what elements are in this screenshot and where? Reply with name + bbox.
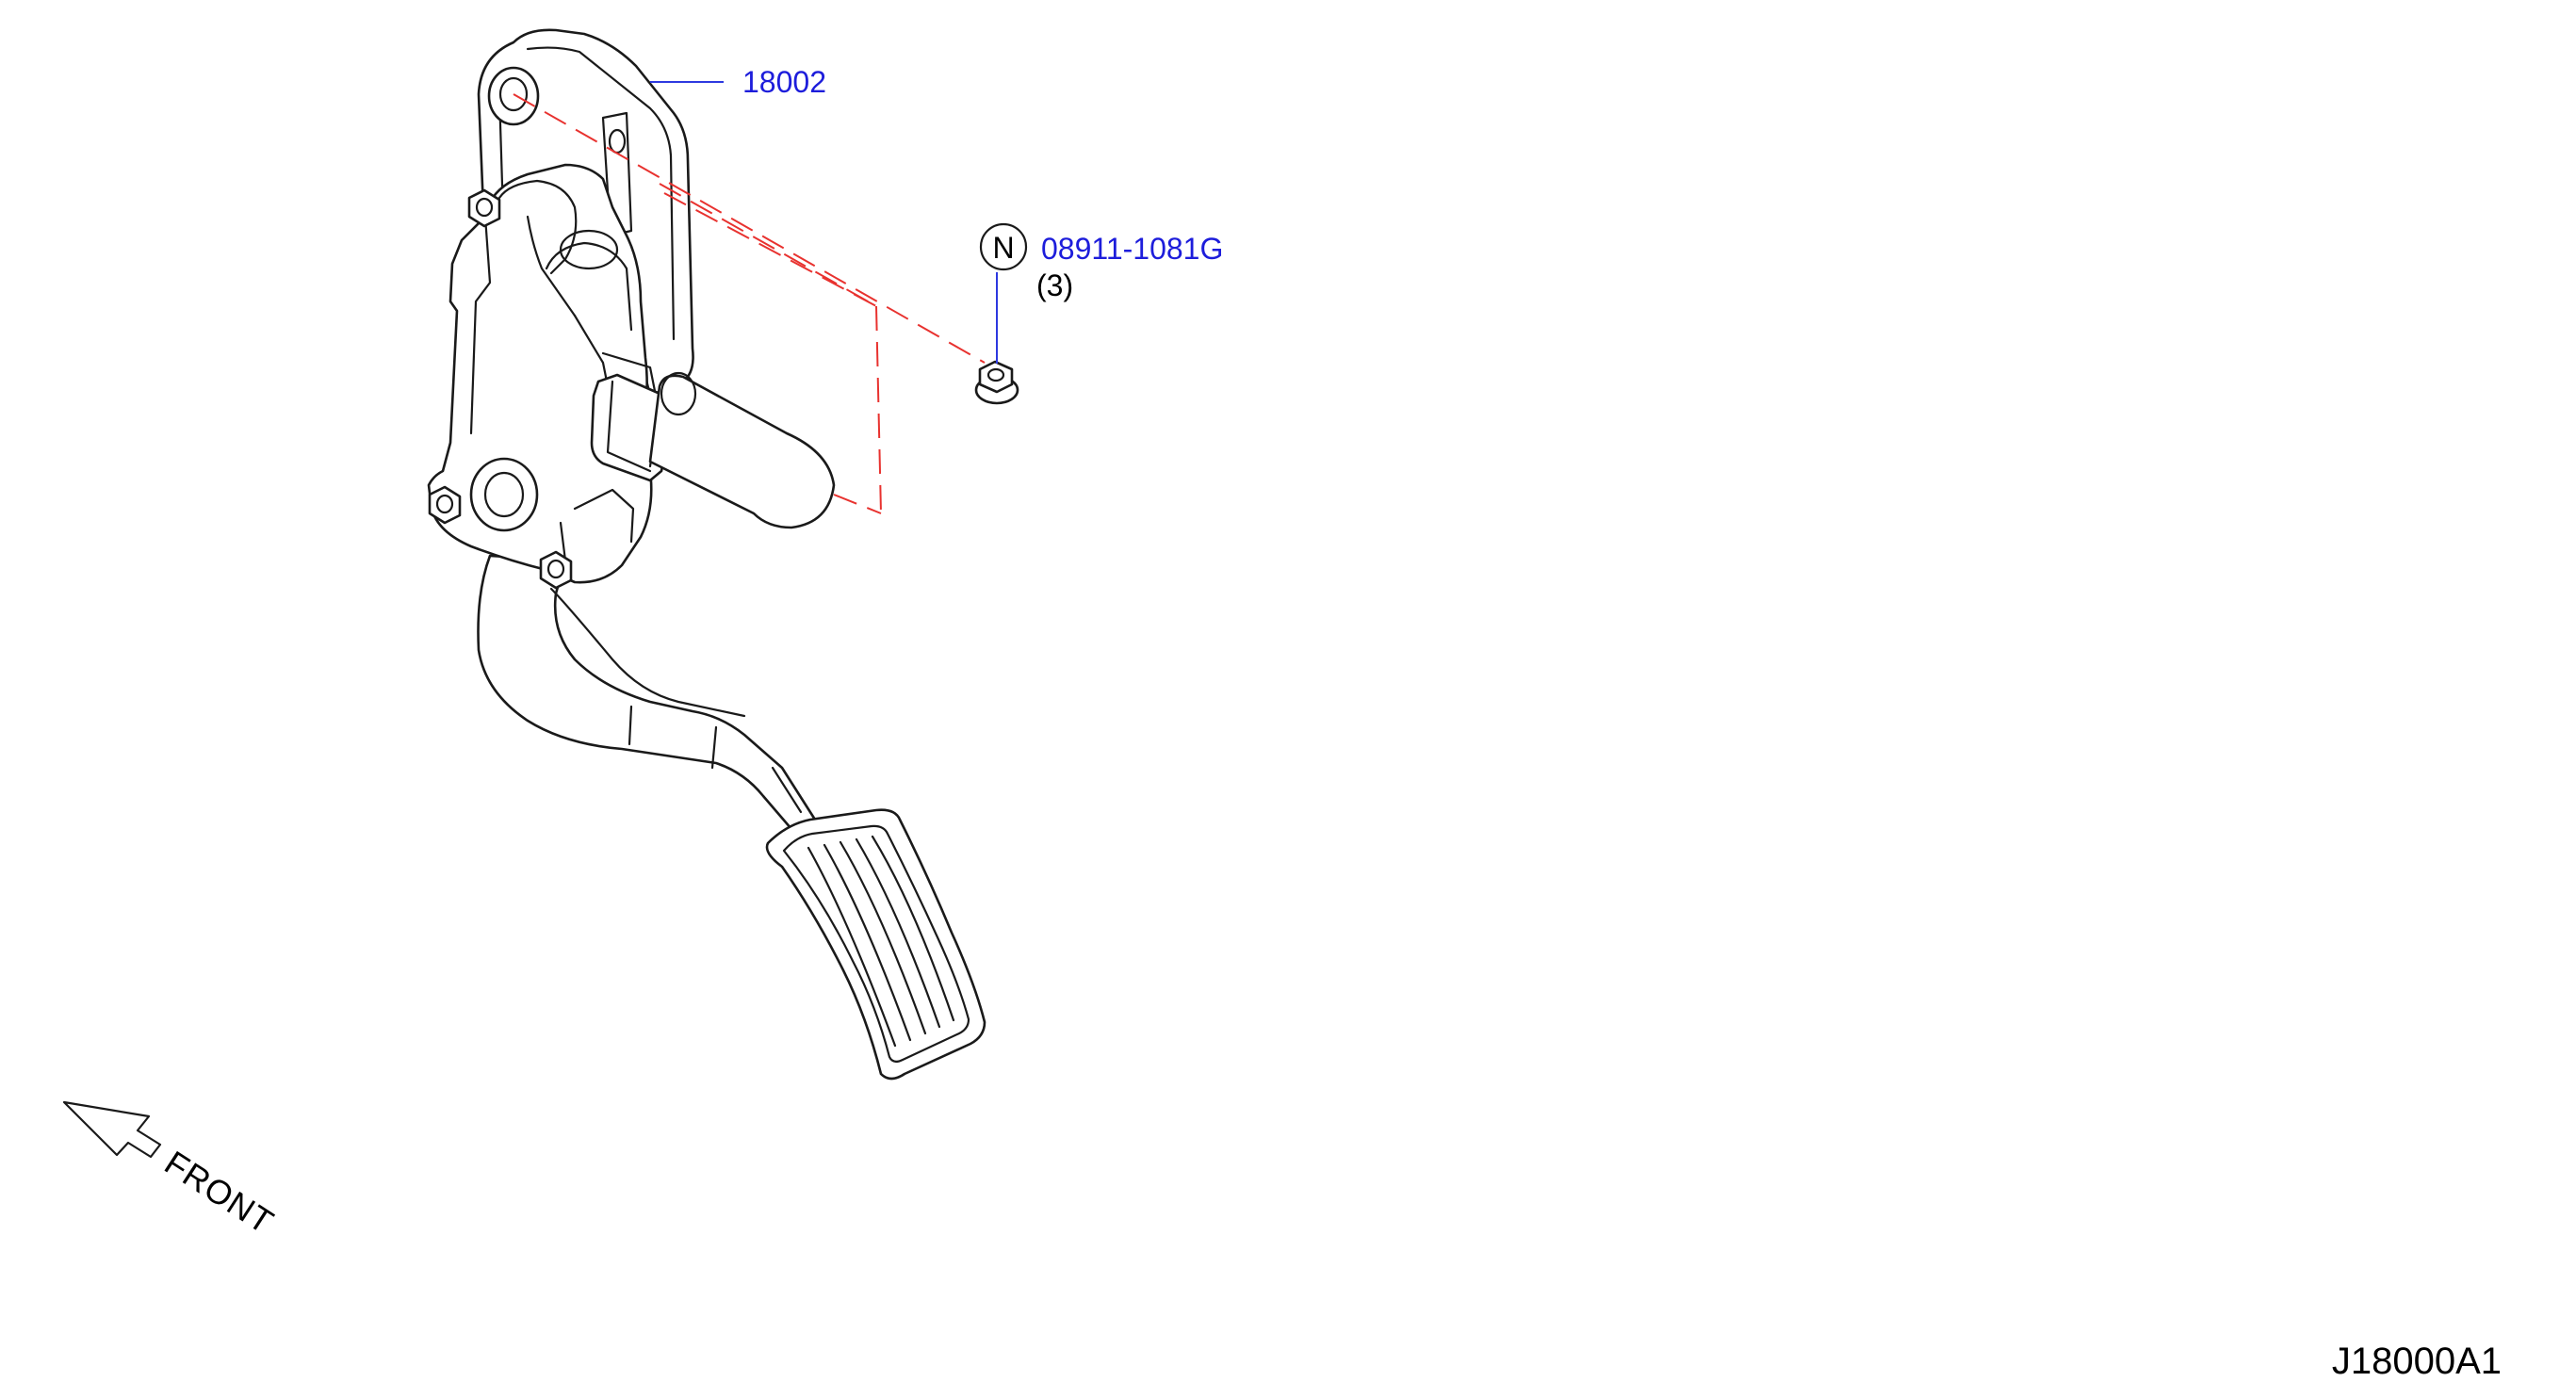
- pedal-arm: [477, 554, 817, 831]
- front-arrow-icon: [62, 1100, 162, 1159]
- stud-left: [428, 485, 462, 525]
- n-marker-circle: [979, 222, 1028, 271]
- nut-quantity: (3): [1036, 268, 1073, 302]
- flange-nut-icon[interactable]: [974, 360, 1019, 405]
- bracket-hole: [487, 66, 540, 126]
- phantom-mounting-lines: [513, 93, 986, 514]
- stud-upper: [467, 188, 501, 228]
- callout-nut[interactable]: N 08911-1081G (3): [979, 222, 1223, 364]
- stud-lower: [539, 550, 573, 590]
- part-number-nut[interactable]: 08911-1081G: [1041, 232, 1223, 266]
- accelerator-pedal-assembly[interactable]: [427, 28, 986, 1081]
- n-marker-label: N: [992, 231, 1014, 265]
- front-indicator: FRONT: [62, 1100, 282, 1242]
- part-number-18002[interactable]: 18002: [742, 65, 826, 99]
- diagram-code: J18000A1: [2332, 1341, 2502, 1382]
- pedal-pad[interactable]: [765, 808, 986, 1081]
- sensor-housing: [427, 163, 653, 584]
- callout-18002[interactable]: 18002: [650, 65, 826, 99]
- pedal-shaft: [648, 374, 836, 529]
- front-label: FRONT: [158, 1143, 282, 1242]
